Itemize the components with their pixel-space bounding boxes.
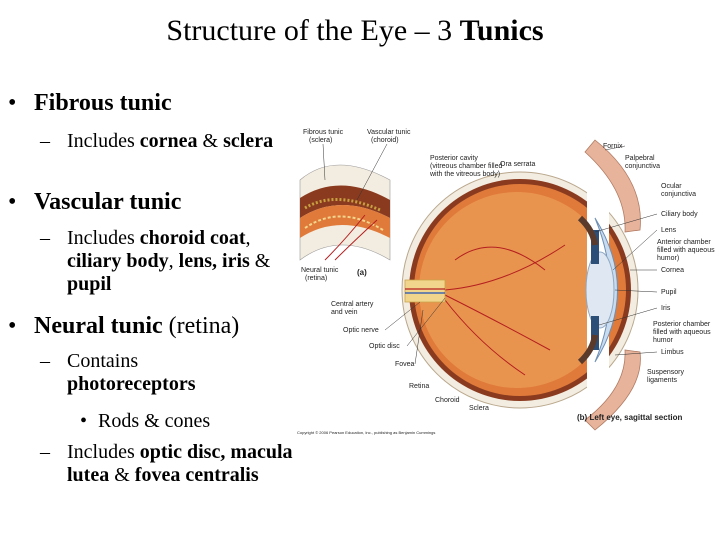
sub-bullet-fibrous: – Includes cornea & sclera	[40, 130, 274, 152]
label-sclera-paren: (sclera)	[309, 137, 332, 144]
label-palpebral: Palpebral	[625, 155, 655, 162]
label-posterior-cavity-3: with the vitreous body)	[429, 171, 500, 178]
anterior-segment	[577, 182, 618, 398]
sub-bullet-neural-1: – Contains photoreceptors	[40, 350, 196, 395]
label-limbus: Limbus	[661, 349, 684, 356]
label-iris: Iris	[661, 305, 671, 312]
bullet-heading: Vascular tunic	[34, 189, 182, 215]
inset-tunic-layers	[299, 164, 391, 261]
bullet-list: • Fibrous tunic – Includes cornea & scler…	[0, 0, 300, 540]
sub-bullet-vascular: – Includes choroid coat, ciliary body, l…	[40, 227, 271, 295]
label-posterior-cavity-2: (vitreous chamber filled	[430, 163, 502, 170]
figure-copyright: Copyright © 2006 Pearson Education, Inc.…	[297, 430, 435, 435]
eye-diagram: Fibrous tunic (sclera) Vascular tunic (c…	[295, 120, 717, 440]
label-choroid-paren: (choroid)	[371, 137, 399, 144]
title-emphasis: Tunics	[459, 14, 544, 47]
label-ligaments: ligaments	[647, 377, 677, 384]
label-ciliary-body: Ciliary body	[661, 211, 698, 218]
label-palpebral-conjunctiva: conjunctiva	[625, 163, 660, 170]
bullet-dot-icon: •	[80, 410, 88, 432]
dash-icon: –	[40, 227, 50, 249]
label-posterior-chamber-2: filled with aqueous	[653, 329, 711, 336]
bullet-neural-tunic: • Neural tunic (retina)	[8, 313, 239, 340]
label-and-vein: and vein	[331, 309, 358, 316]
label-anterior-chamber-2: filled with aqueous	[657, 247, 715, 254]
label-choroid: Choroid	[435, 397, 460, 404]
eyeball	[401, 171, 639, 409]
label-pupil: Pupil	[661, 289, 677, 296]
bullet-dot-icon: •	[8, 90, 17, 116]
label-optic-nerve: Optic nerve	[343, 327, 379, 334]
leader-lines	[322, 143, 658, 365]
bullet-dot-icon: •	[8, 189, 17, 215]
bullet-heading-suffix: (retina)	[162, 313, 240, 339]
label-central-artery: Central artery	[331, 301, 374, 308]
label-ocular-conjunctiva: conjunctiva	[661, 191, 696, 198]
label-retina-paren: (retina)	[305, 275, 327, 282]
label-posterior-chamber: Posterior chamber	[653, 321, 711, 328]
label-posterior-chamber-3: humor	[653, 337, 674, 344]
label-neural-tunic: Neural tunic	[301, 267, 339, 274]
bullet-fibrous-tunic: • Fibrous tunic	[8, 90, 172, 117]
dash-icon: –	[40, 130, 50, 152]
label-vascular-tunic: Vascular tunic	[367, 129, 411, 136]
label-anterior-chamber: Anterior chamber	[657, 239, 711, 246]
bullet-vascular-tunic: • Vascular tunic	[8, 189, 181, 216]
title-text: Structure of the Eye – 3	[166, 14, 460, 47]
label-fornix: Fornix	[603, 143, 623, 150]
label-posterior-cavity: Posterior cavity	[430, 155, 478, 162]
label-retina: Retina	[409, 383, 429, 390]
label-ora-serrata: Ora serrata	[500, 161, 536, 168]
label-cornea: Cornea	[661, 267, 684, 274]
label-panel-a: (a)	[357, 268, 367, 277]
label-suspensory: Suspensory	[647, 369, 684, 376]
figure-caption: (b) Left eye, sagittal section	[577, 413, 682, 422]
label-fibrous-tunic: Fibrous tunic	[303, 129, 344, 136]
label-sclera: Sclera	[469, 405, 489, 412]
bullet-dot-icon: •	[8, 313, 17, 339]
dash-icon: –	[40, 350, 50, 372]
sub-sub-bullet-rods-cones: •Rods & cones	[80, 410, 211, 432]
label-optic-disc: Optic disc	[369, 343, 400, 350]
label-ocular: Ocular	[661, 183, 682, 190]
bullet-heading: Neural tunic	[34, 313, 163, 339]
label-fovea: Fovea	[395, 361, 415, 368]
label-anterior-chamber-3: humor)	[657, 255, 679, 262]
eyelids	[584, 139, 641, 431]
slide-title: Structure of the Eye – 3 Tunics	[0, 14, 710, 48]
sub-bullet-neural-2: – Includes optic disc, macula lutea & fo…	[40, 441, 293, 486]
bullet-heading: Fibrous tunic	[34, 90, 172, 116]
eye-sagittal-section: Fibrous tunic (sclera) Vascular tunic (c…	[297, 129, 715, 435]
optic-nerve	[404, 279, 446, 303]
label-lens: Lens	[661, 227, 677, 234]
dash-icon: –	[40, 441, 50, 463]
